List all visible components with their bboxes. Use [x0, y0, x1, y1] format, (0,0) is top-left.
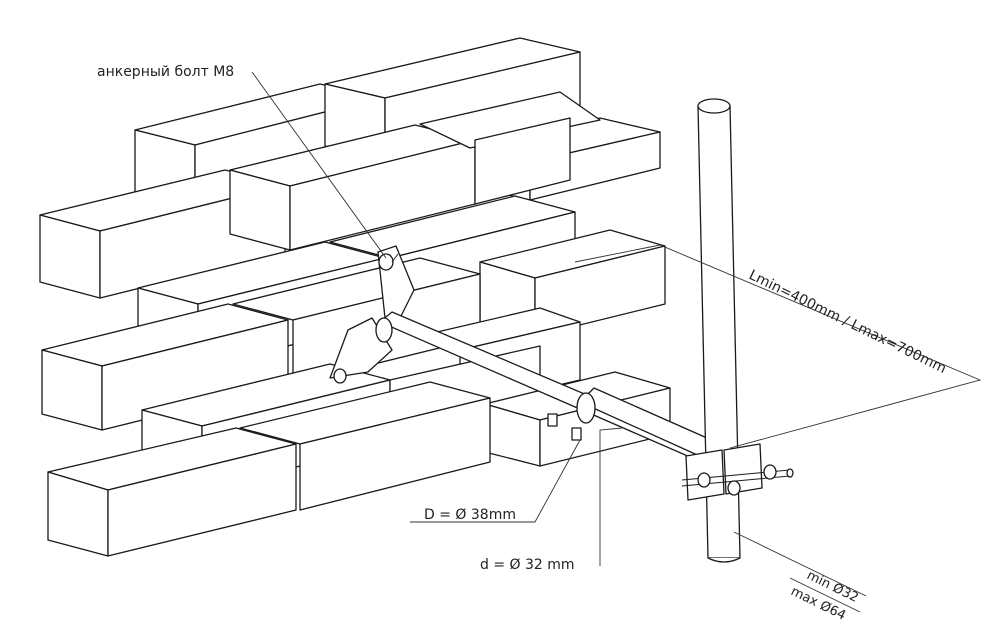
mast-diameter-leader: [733, 531, 867, 597]
brick: [419, 91, 601, 205]
clamp-screw: [571, 427, 582, 441]
brick: [41, 303, 289, 431]
sleeve-end: [576, 392, 596, 424]
inner-diameter-leader: [599, 427, 623, 566]
outer-sleeve: [547, 387, 717, 459]
clamp-nut: [763, 464, 777, 480]
leader-lines: [251, 71, 982, 613]
mast-clamp: [681, 443, 794, 501]
mast: [697, 98, 741, 563]
brick: [47, 427, 297, 557]
brick: [239, 381, 491, 511]
clamp-nut: [727, 480, 741, 496]
mast-diameter-fraction-bar: [789, 577, 861, 613]
mast-top: [697, 98, 731, 114]
anchor-bolt-label: анкерный болт М8: [97, 64, 234, 80]
clamp-screw: [547, 413, 558, 427]
outer-diameter-leader: [410, 439, 581, 523]
brick-wall: [39, 37, 671, 557]
brick: [229, 124, 476, 251]
tube-end: [375, 317, 393, 343]
outer-diameter-label: D = Ø 38mm: [424, 507, 516, 523]
bolt-end: [786, 468, 794, 478]
inner-diameter-label: d = Ø 32 mm: [480, 557, 575, 573]
length-range-label: Lmin=400mm / Lmax=700mm: [746, 267, 949, 377]
anchor-bolt-head: [378, 253, 394, 271]
anchor-bolt-leader: [251, 71, 387, 259]
clamp-nut: [697, 472, 711, 488]
length-dimension-leader: [574, 244, 982, 449]
anchor-bolt-head: [333, 368, 347, 384]
